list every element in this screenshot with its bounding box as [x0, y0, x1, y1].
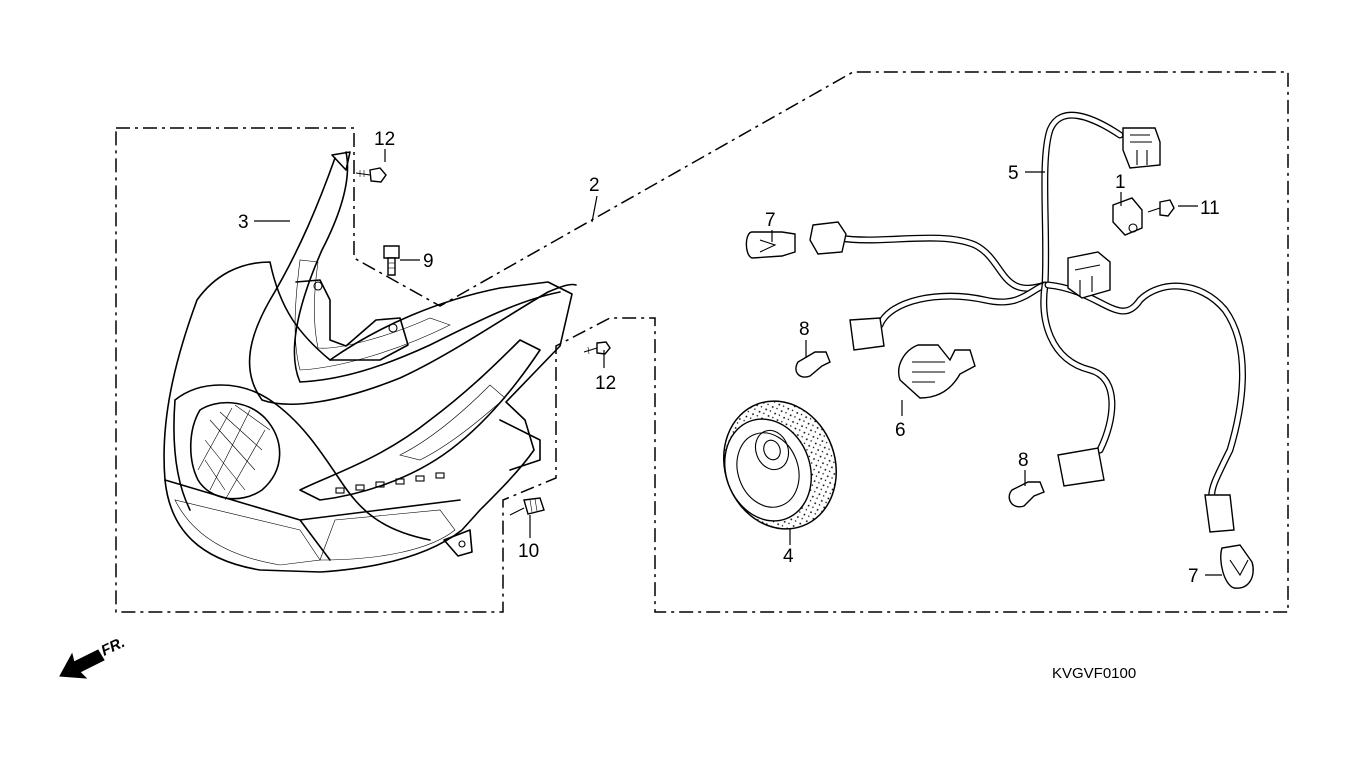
headlight-bulb-6	[898, 344, 976, 399]
bolt-9	[383, 245, 400, 276]
callout-6: 6	[895, 420, 906, 441]
front-direction-label: FR.	[99, 634, 128, 660]
callout-1: 1	[1115, 172, 1126, 193]
callout-12-middle: 12	[595, 373, 616, 394]
callout-11: 11	[1200, 198, 1220, 219]
headlight-unit	[163, 151, 577, 573]
callout-2: 2	[589, 175, 600, 196]
drawing-code: KVGVF0100	[1052, 665, 1136, 682]
bulb-7-lower	[1220, 544, 1254, 589]
callout-10: 10	[518, 541, 539, 562]
callout-12-upper: 12	[374, 129, 395, 150]
headlight-reflector-4	[722, 400, 838, 530]
screw-11	[1147, 199, 1175, 217]
screw-12-middle	[583, 341, 611, 355]
callout-4: 4	[783, 546, 794, 567]
callout-5: 5	[1008, 163, 1019, 184]
screw-10	[509, 497, 545, 516]
leader-lines	[254, 149, 1222, 576]
screw-12-upper	[355, 167, 387, 183]
bulb-8-lower	[1008, 481, 1045, 508]
bulb-8-upper	[795, 351, 831, 378]
callout-7-upper: 7	[765, 210, 776, 231]
headlight-assembly-frame	[115, 71, 1289, 613]
callout-3: 3	[238, 212, 249, 233]
wiring-harness	[809, 111, 1246, 533]
callout-9: 9	[423, 251, 434, 272]
callout-8-upper: 8	[799, 319, 810, 340]
front-direction-arrow-icon	[59, 649, 105, 679]
clamp-1	[1112, 197, 1143, 236]
callout-7-lower: 7	[1188, 566, 1199, 587]
bulb-7-upper	[745, 231, 796, 259]
callout-8-lower: 8	[1018, 450, 1029, 471]
